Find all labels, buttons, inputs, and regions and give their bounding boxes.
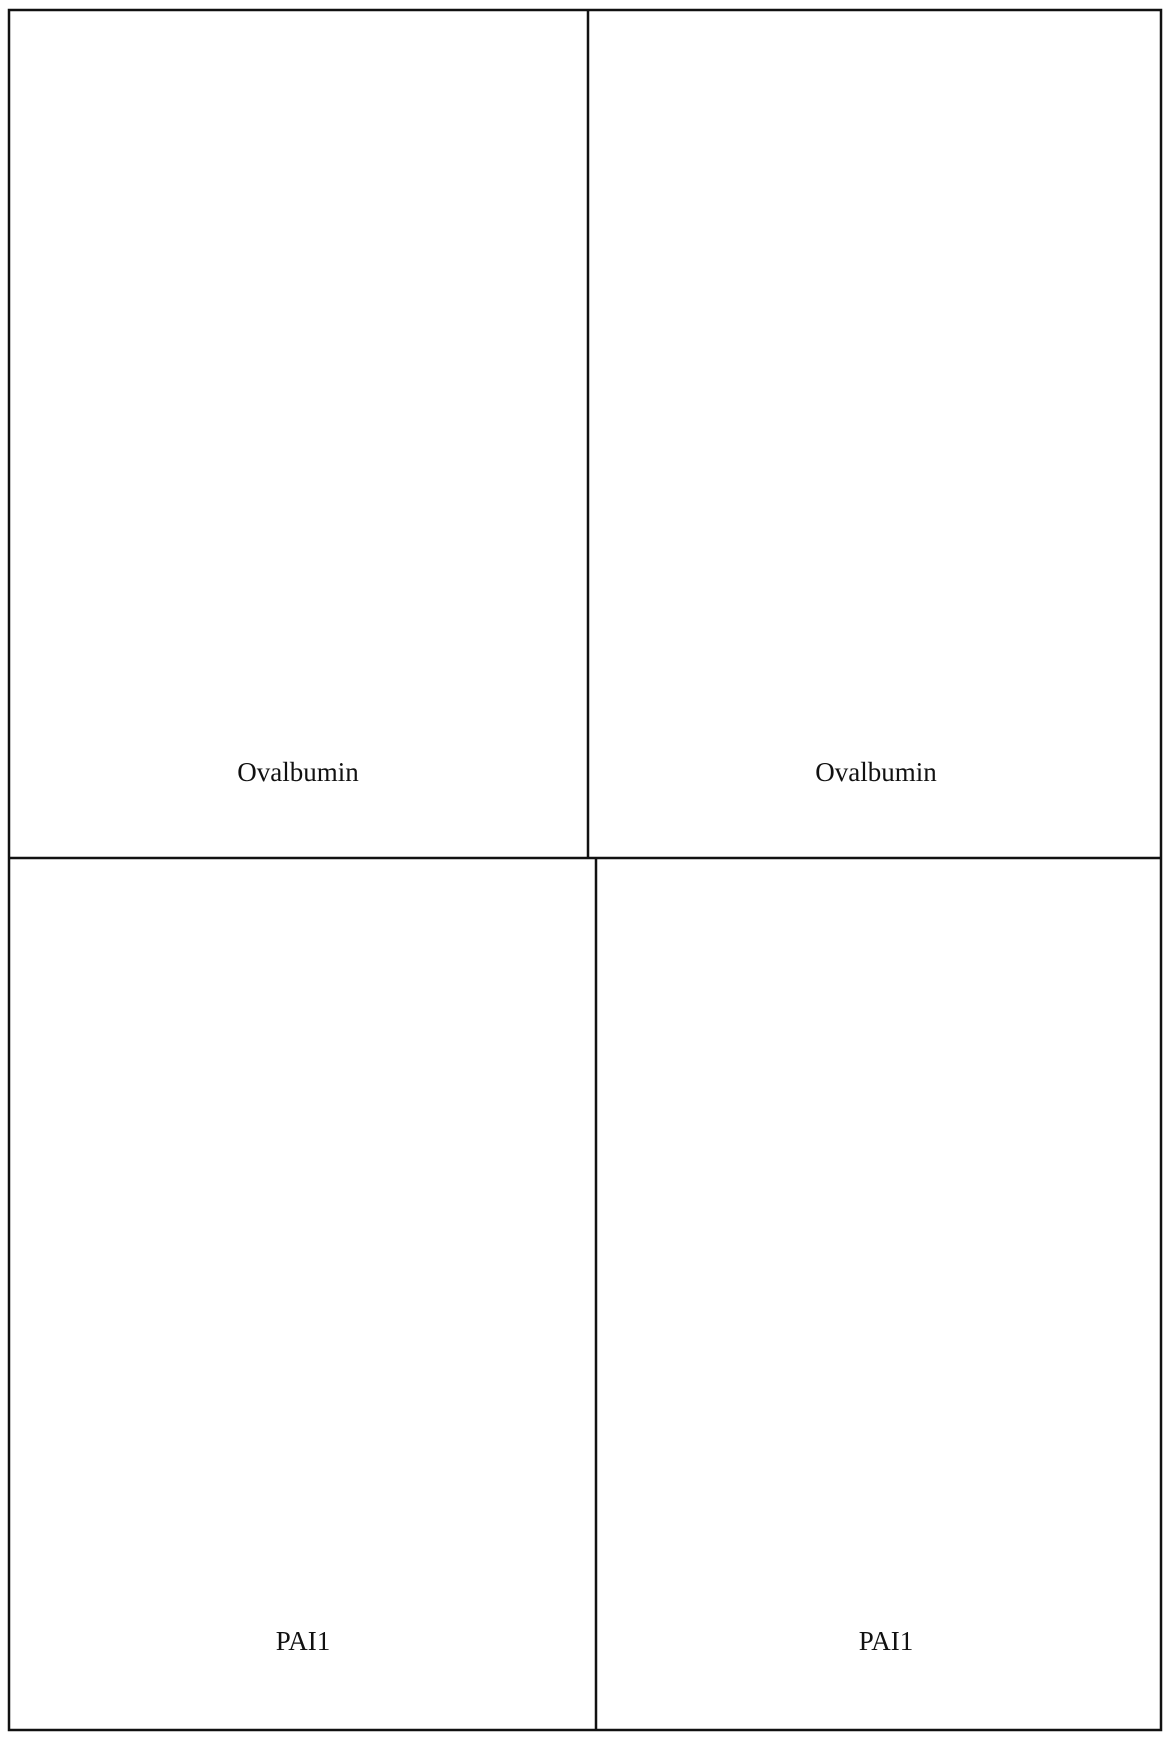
caption-pai1-right: PAI1 <box>859 1626 914 1656</box>
caption-pai1-left: PAI1 <box>276 1626 331 1656</box>
panel-grid <box>9 10 1161 1730</box>
panel-ovalbumin-right <box>650 81 1099 730</box>
caption-ovalbumin-left: Ovalbumin <box>237 757 359 787</box>
panel-ovalbumin-left <box>72 81 521 730</box>
caption-ovalbumin-right: Ovalbumin <box>815 757 937 787</box>
panel-pai1-right <box>640 1035 1104 1533</box>
panel-pai1-left <box>60 1035 524 1533</box>
